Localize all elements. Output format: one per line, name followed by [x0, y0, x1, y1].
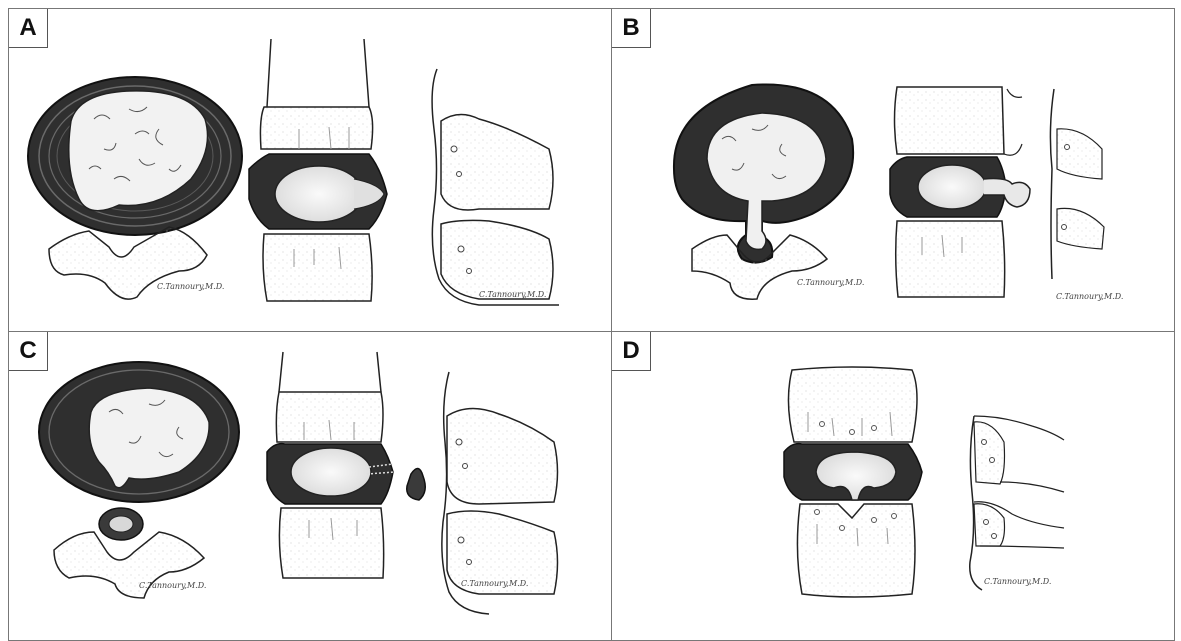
panel-c: C C.Tannoury,M.D.: [8, 331, 612, 641]
sagittal-segment: [784, 367, 922, 597]
signature-axial: C.Tannoury,M.D.: [797, 278, 864, 287]
panel-b-illustration: C.Tannoury,M.D. C.Tannoury,M.D.: [612, 9, 1175, 332]
signature-facet: C.Tannoury,M.D.: [1056, 292, 1123, 301]
signature-axial: C.Tannoury,M.D.: [157, 282, 224, 291]
panel-d-illustration: C.Tannoury,M.D.: [612, 332, 1175, 641]
sagittal-segment: [890, 87, 1030, 297]
lateral-facet: [970, 416, 1064, 590]
axial-disc: [39, 362, 239, 502]
sagittal-segment: [267, 352, 425, 578]
lateral-facet: [432, 69, 559, 305]
panel-a-illustration: C.Tannoury,M.D. C.Tannoury,M.D.: [9, 9, 612, 332]
sagittal-segment: [249, 39, 387, 301]
panel-b: B C.Tannoury,M.D.: [611, 8, 1175, 332]
panel-b-label: B: [612, 9, 651, 48]
panel-c-illustration: C.Tannoury,M.D. C.Tannoury,M.D.: [9, 332, 612, 641]
axial-disc: [674, 84, 853, 262]
signature-facet: C.Tannoury,M.D.: [479, 290, 546, 299]
sequestered-fragment: [99, 508, 143, 540]
axial-disc: [28, 77, 242, 235]
panel-a-label: A: [9, 9, 48, 48]
extruded-fragment: [407, 468, 426, 500]
lateral-facet: [1050, 89, 1104, 279]
panel-d-label: D: [612, 332, 651, 371]
panel-a: A C.Tannoury,M.D.: [8, 8, 612, 332]
panel-d: D C.Tannoury,M.D.: [611, 331, 1175, 641]
signature-facet: C.Tannoury,M.D.: [984, 577, 1051, 586]
panel-c-label: C: [9, 332, 48, 371]
lateral-facet: [442, 372, 558, 614]
signature-facet: C.Tannoury,M.D.: [461, 579, 528, 588]
signature-axial: C.Tannoury,M.D.: [139, 581, 206, 590]
